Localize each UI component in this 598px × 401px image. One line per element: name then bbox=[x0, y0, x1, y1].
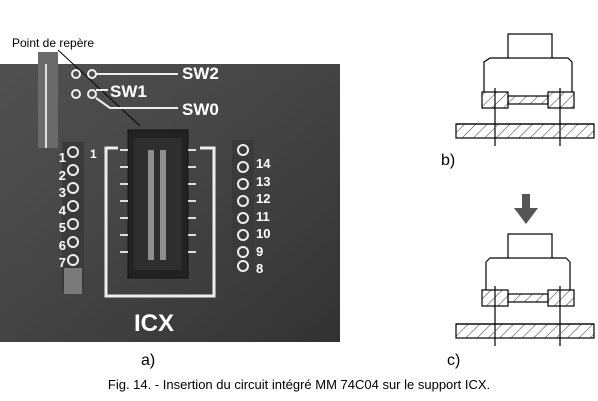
ic-pin1-mark: 1 bbox=[90, 147, 97, 161]
pin-number: 9 bbox=[256, 243, 264, 259]
callout-line bbox=[57, 49, 141, 127]
socket-outline bbox=[104, 146, 216, 298]
pin-number: 12 bbox=[256, 191, 271, 206]
pin-number: 5 bbox=[58, 220, 66, 235]
pin-number: 6 bbox=[58, 237, 66, 253]
drawing-b bbox=[455, 33, 595, 146]
pin-number: 13 bbox=[256, 173, 271, 189]
sw0-label: SW0 bbox=[182, 100, 219, 119]
pin-number: 1 bbox=[58, 150, 66, 165]
switch-pads bbox=[71, 69, 178, 109]
pin-number: 10 bbox=[256, 226, 271, 241]
left-header-pins bbox=[67, 146, 79, 266]
pin-number: 11 bbox=[256, 208, 270, 224]
pin-number: 14 bbox=[256, 156, 271, 171]
right-header-pins bbox=[237, 144, 249, 272]
insert-arrow bbox=[514, 194, 538, 224]
pin-number: 2 bbox=[58, 167, 66, 183]
panel-label-c: c) bbox=[447, 352, 461, 369]
pin-number: 7 bbox=[58, 255, 66, 270]
sw2-label: SW2 bbox=[182, 64, 219, 83]
left-pin-numbers: 1 2 3 4 5 6 7 bbox=[52, 149, 66, 272]
pin-number: 8 bbox=[256, 261, 264, 276]
sw1-label: SW1 bbox=[110, 82, 147, 101]
callout-label: Point de repère bbox=[12, 36, 95, 50]
panel-label-b: b) bbox=[441, 152, 456, 169]
pin-number: 4 bbox=[58, 202, 66, 218]
figure-caption: Fig. 14. - Insertion du circuit intégré … bbox=[107, 377, 491, 392]
panel-label-a: a) bbox=[141, 352, 156, 369]
right-pin-numbers: 14 13 12 11 10 9 8 bbox=[256, 155, 270, 278]
pin-number: 3 bbox=[58, 185, 66, 200]
socket-label: ICX bbox=[134, 310, 175, 337]
drawing-c bbox=[455, 233, 595, 346]
